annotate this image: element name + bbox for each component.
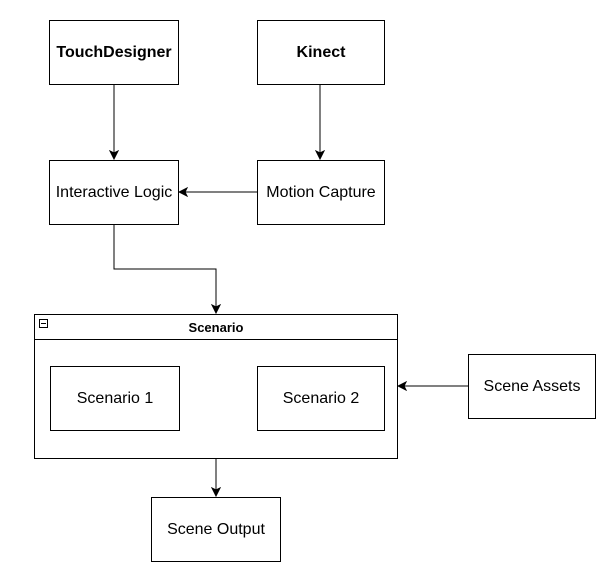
node-interactive-logic-label: Interactive Logic bbox=[55, 183, 173, 201]
node-scene-output-label: Scene Output bbox=[167, 520, 265, 538]
node-scene-output[interactable]: Scene Output bbox=[151, 497, 281, 562]
node-scenario-1[interactable]: Scenario 1 bbox=[50, 366, 180, 431]
node-kinect-label: Kinect bbox=[296, 43, 346, 61]
node-touchdesigner-label: TouchDesigner bbox=[56, 43, 172, 61]
node-scenario-1-label: Scenario 1 bbox=[76, 389, 154, 407]
node-scenario-2[interactable]: Scenario 2 bbox=[257, 366, 385, 431]
node-scene-assets-label: Scene Assets bbox=[483, 377, 581, 395]
node-motion-capture[interactable]: Motion Capture bbox=[257, 160, 385, 225]
node-kinect[interactable]: Kinect bbox=[257, 20, 385, 85]
node-scene-assets[interactable]: Scene Assets bbox=[468, 354, 596, 419]
node-interactive-logic[interactable]: Interactive Logic bbox=[49, 160, 179, 225]
scenario-group-title: Scenario bbox=[188, 319, 244, 335]
scenario-group-header[interactable]: Scenario bbox=[35, 315, 397, 340]
scenario-group[interactable]: Scenario Scenario 1 Scenario 2 bbox=[34, 314, 398, 459]
node-scenario-2-label: Scenario 2 bbox=[282, 389, 360, 407]
edge-interactive-logic-to-scenario bbox=[113, 225, 216, 313]
collapse-minus-icon[interactable] bbox=[39, 319, 48, 328]
node-touchdesigner[interactable]: TouchDesigner bbox=[49, 20, 179, 85]
node-motion-capture-label: Motion Capture bbox=[266, 183, 376, 201]
